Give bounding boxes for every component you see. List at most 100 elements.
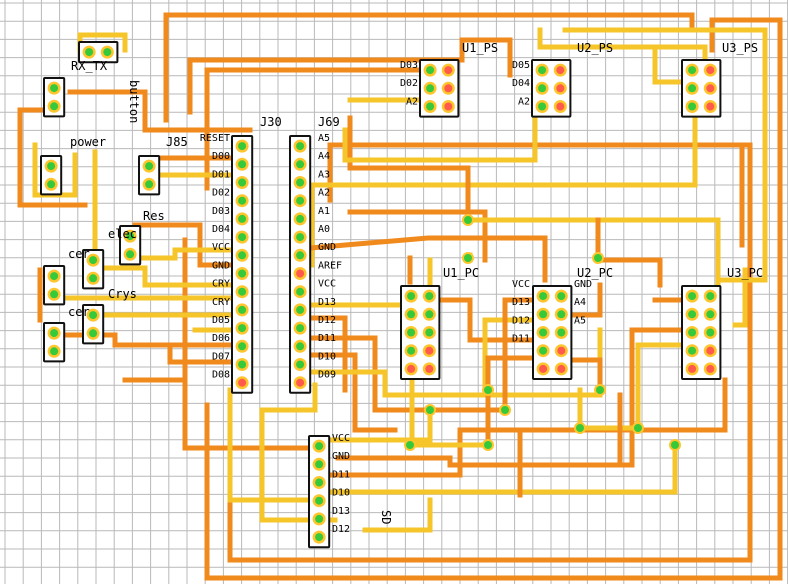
pad [85,48,94,57]
pad [296,214,305,223]
trace [347,115,471,218]
pin-label: D12 [332,524,350,535]
pin-label: A1 [318,206,330,217]
pin-label: AREF [318,260,342,271]
via [482,384,494,396]
u3-pc-header [681,285,722,380]
pad [688,346,697,355]
trace [122,247,233,261]
j30-header [231,135,254,394]
vias [404,214,681,451]
pad [50,102,59,111]
j30-label: J30 [260,115,282,129]
pad [145,162,154,171]
pin-label: VCC [332,433,350,444]
pad [688,310,697,319]
pad [688,328,697,337]
u1-pc-label: U1_PC [443,266,479,280]
pad [89,311,98,320]
pin-label: D02 [400,78,418,89]
pin-label: D01 [212,169,230,180]
via [669,439,681,451]
trace [482,317,533,393]
pin-label: D11 [332,469,350,480]
pad [706,310,715,319]
pin-label: D10 [318,351,336,362]
pad [688,84,697,93]
power-header [40,155,63,196]
trace [259,382,338,523]
via [632,422,644,434]
pad [557,364,566,373]
pin-label: VCC [318,279,336,290]
via [592,252,604,264]
sd-label: SD [379,510,393,524]
u2-pc-header [532,285,573,380]
pad [238,214,247,223]
cer2-header [43,322,66,363]
pad [296,233,305,242]
pad [425,310,434,319]
pad [296,378,305,387]
header-body [308,435,331,549]
pin-label: GND [212,260,230,271]
cer-label-1: cer [68,247,90,261]
pad [238,287,247,296]
pin-label: D12 [318,315,336,326]
pin-label: D05 [212,315,230,326]
pin-label: D09 [318,370,336,381]
pad [539,328,548,337]
pad [315,442,324,451]
pad [407,328,416,337]
pin-label: VCC [512,279,530,290]
pin-label: D04 [512,78,530,89]
pad [47,180,56,189]
pad [539,310,548,319]
trace [327,442,678,495]
trace [309,315,348,393]
pad [50,272,59,281]
u2-ps-header [531,59,572,118]
trace [204,67,423,191]
pad [539,346,548,355]
via [424,404,436,416]
pin-label: D04 [212,224,230,235]
pad [238,342,247,351]
pin-label: A5 [318,133,330,144]
pad [238,324,247,333]
pad [89,329,98,338]
pad [557,346,566,355]
trace [307,235,548,283]
trace [309,107,698,268]
pin-label: A4 [318,151,330,162]
pad [407,310,416,319]
res-label: Res [143,209,165,223]
trace [17,107,88,208]
pin-label: D13 [512,297,530,308]
j85-header [138,155,161,196]
pin-label: A2 [318,188,330,199]
power-label: power [70,135,106,149]
pad [315,460,324,469]
pin-label: D13 [318,297,336,308]
pad [89,256,98,265]
button-header [43,77,66,118]
pad [50,290,59,299]
pad [426,66,435,75]
rx-tx-header [78,41,119,64]
pad [296,342,305,351]
elec-label: elec [108,227,137,241]
pad [296,324,305,333]
pad [238,142,247,151]
trace [502,297,548,413]
pad [425,328,434,337]
pad [126,250,135,259]
trace [732,267,748,328]
cer1-header [43,265,66,306]
trace [67,89,253,133]
trace [182,237,323,451]
pin-label: D12 [512,315,530,326]
pin-label: D07 [212,351,230,362]
u1-pc-header [400,285,441,380]
pin-label: A5 [574,315,586,326]
